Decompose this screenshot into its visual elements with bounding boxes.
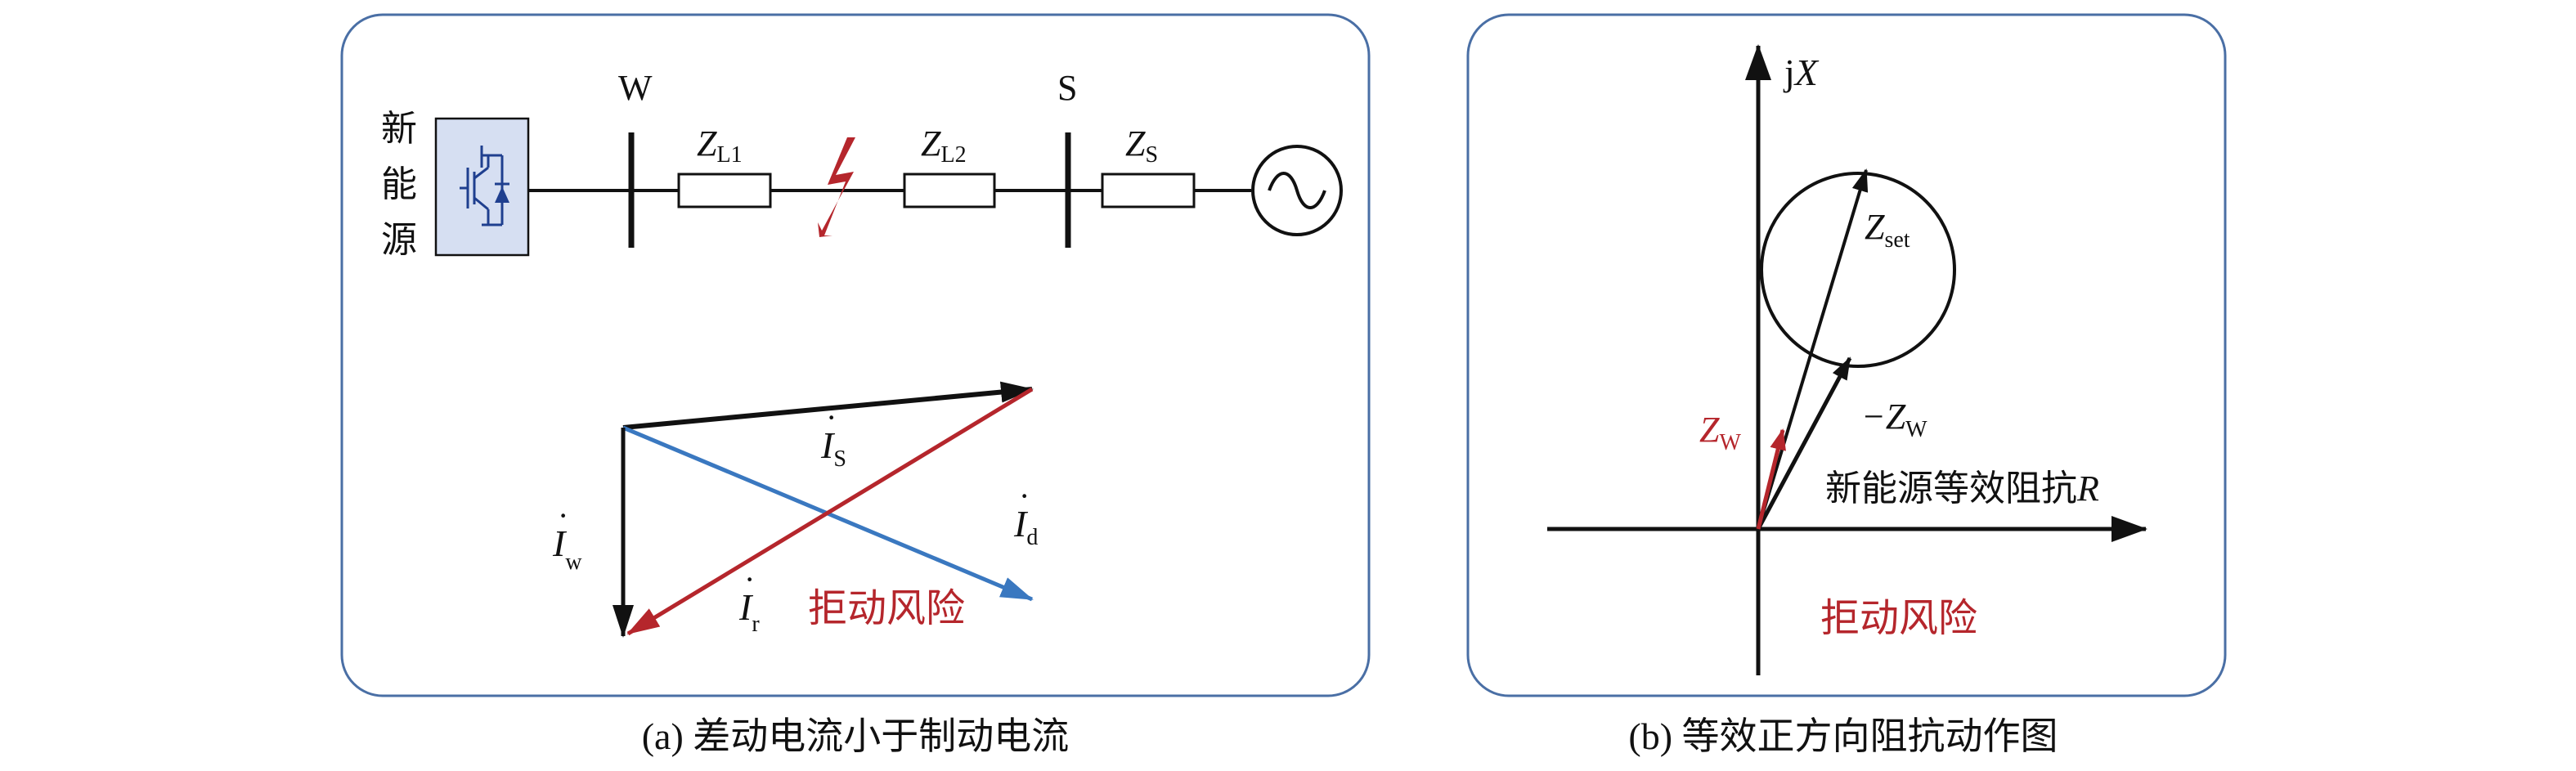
phasor-ir-arrow: [626, 387, 1034, 636]
impedance-zs-box: [1101, 173, 1196, 208]
panel-b: jX 新能源等效阻抗R Zset −ZW ZW 拒动风险: [1466, 13, 2227, 697]
converter-icon: [434, 117, 530, 257]
phasor-iw-dot: ·: [558, 497, 568, 534]
neg-zw-vector: [1756, 356, 1852, 531]
phasor-ir-dot: ·: [744, 561, 755, 598]
impedance-zl2-box: [903, 173, 996, 208]
phasor-is-dot: ·: [826, 399, 837, 436]
panel-b-risk-label: 拒动风险: [1820, 597, 1977, 640]
phasor-id-label: Id: [1013, 503, 1038, 550]
neg-zw-label: −ZW: [1861, 397, 1928, 442]
phasor-iw-label: Iw: [552, 522, 582, 575]
phasor-is-label: IS: [820, 424, 846, 472]
source-label-char-1: 新: [381, 109, 417, 149]
zl1-label: ZL1: [697, 123, 743, 168]
source-label-char-3: 源: [381, 220, 417, 260]
panel-a-risk-label: 拒动风险: [808, 587, 965, 630]
source-label: 新 能 源: [381, 109, 417, 260]
impedance-zl1-box: [677, 173, 772, 208]
zw-vector: [1756, 428, 1786, 530]
phasor-ir-label: Ir: [738, 586, 760, 637]
zw-label: ZW: [1699, 410, 1741, 455]
zs-label: ZS: [1125, 123, 1158, 168]
panel-b-frame: [1466, 13, 2227, 697]
panel-b-caption: (b) 等效正方向阻抗动作图: [1628, 715, 2058, 757]
bus-s-label: S: [1057, 68, 1077, 108]
ac-source-icon: [1251, 145, 1343, 236]
phasor-diagram: [613, 381, 1034, 638]
r-axis-label: 新能源等效阻抗R: [1825, 468, 2099, 509]
zl2-label: ZL2: [921, 123, 967, 168]
bus-w-label: W: [618, 68, 653, 108]
zset-label: Zset: [1865, 207, 1910, 253]
panel-a-caption: (a) 差动电流小于制动电流: [642, 715, 1070, 757]
phasor-id-dot: ·: [1019, 477, 1030, 514]
jx-axis-label: jX: [1783, 52, 1820, 93]
phasor-is-arrow: [622, 381, 1034, 430]
zset-vector: [1757, 168, 1869, 530]
panel-a: 新 能 源: [340, 13, 1371, 697]
source-label-char-2: 能: [381, 164, 417, 204]
